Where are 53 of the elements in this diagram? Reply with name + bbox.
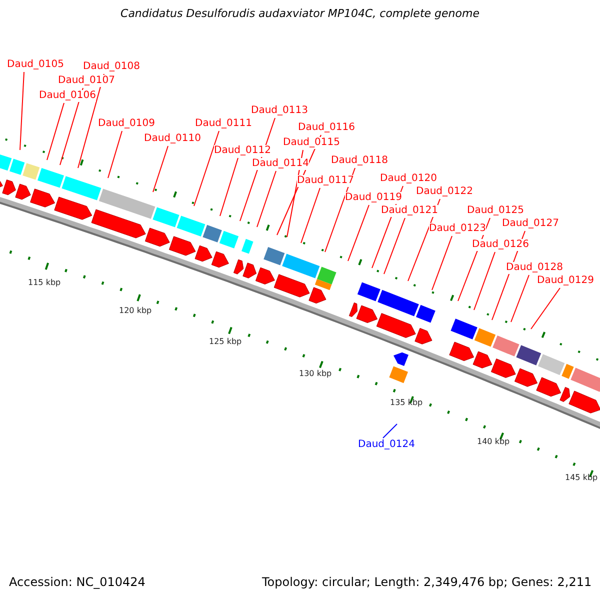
gene-label: Daud_0116 (298, 122, 355, 134)
leader-line (384, 218, 406, 274)
leader-line (348, 204, 370, 262)
tick-label: 125 kbp (209, 336, 242, 348)
genome-summary-text: Topology: circular; Length: 2,349,476 bp; Genes: 2,211 (262, 576, 592, 588)
tick-label: 115 kbp (28, 277, 61, 289)
gene-label: Daud_0114 (252, 158, 309, 170)
tick-label: 130 kbp (299, 368, 332, 380)
leader-line (152, 146, 168, 192)
title: Candidatus Desulforudis audaxviator MP104C, complete genome (120, 8, 480, 20)
leader-line (46, 102, 64, 160)
gene-label: Daud_0110 (144, 133, 201, 145)
gene-label: Daud_0122 (416, 186, 473, 198)
gene-label: Daud_0121 (381, 205, 438, 217)
tick-label: 140 kbp (477, 436, 510, 448)
gene-label: Daud_0128 (506, 262, 563, 274)
leader-line (108, 130, 122, 178)
leader-line (220, 158, 238, 216)
gene-label: Daud_0112 (214, 145, 271, 157)
tick-label: 145 kbp (565, 472, 598, 484)
gene-label: Daud_0119 (345, 192, 402, 204)
gene-label: Daud_0118 (331, 155, 388, 167)
accession-text: Accession: NC_010424 (9, 576, 146, 588)
gene-label: Daud_0111 (195, 118, 252, 130)
gene-label: Daud_0115 (283, 137, 340, 149)
leader-line (382, 424, 398, 438)
leader-line (408, 198, 440, 282)
leader-line (510, 274, 530, 322)
gene-label: Daud_0106 (39, 90, 96, 102)
gene-label: Daud_0120 (380, 173, 437, 185)
gene-label: Daud_0124 (358, 439, 415, 451)
leader-line (432, 236, 452, 290)
leader-line (78, 74, 104, 168)
leader-line (324, 168, 356, 252)
gene-label: Daud_0125 (467, 205, 524, 217)
gene-label: Daud_0129 (537, 275, 594, 287)
gene-label: Daud_0127 (502, 218, 559, 230)
leader-line (474, 252, 496, 310)
gene-label: Daud_0126 (472, 239, 529, 251)
leader-line (530, 288, 560, 330)
gene-label: Daud_0109 (98, 118, 155, 130)
tick-label: 120 kbp (119, 305, 152, 317)
gene-label: Daud_0107 (58, 75, 115, 87)
leader-line (300, 188, 320, 244)
tick-label: 135 kbp (390, 397, 423, 409)
gene-label: Daud_0113 (251, 105, 308, 117)
gene-label: Daud_0117 (297, 175, 354, 187)
gene-label: Daud_0108 (83, 61, 140, 73)
leader-line (256, 170, 276, 228)
gene-label: Daud_0105 (7, 59, 64, 71)
leader-line (194, 130, 220, 206)
leader-line (20, 72, 24, 150)
gene-label: Daud_0123 (429, 223, 486, 235)
